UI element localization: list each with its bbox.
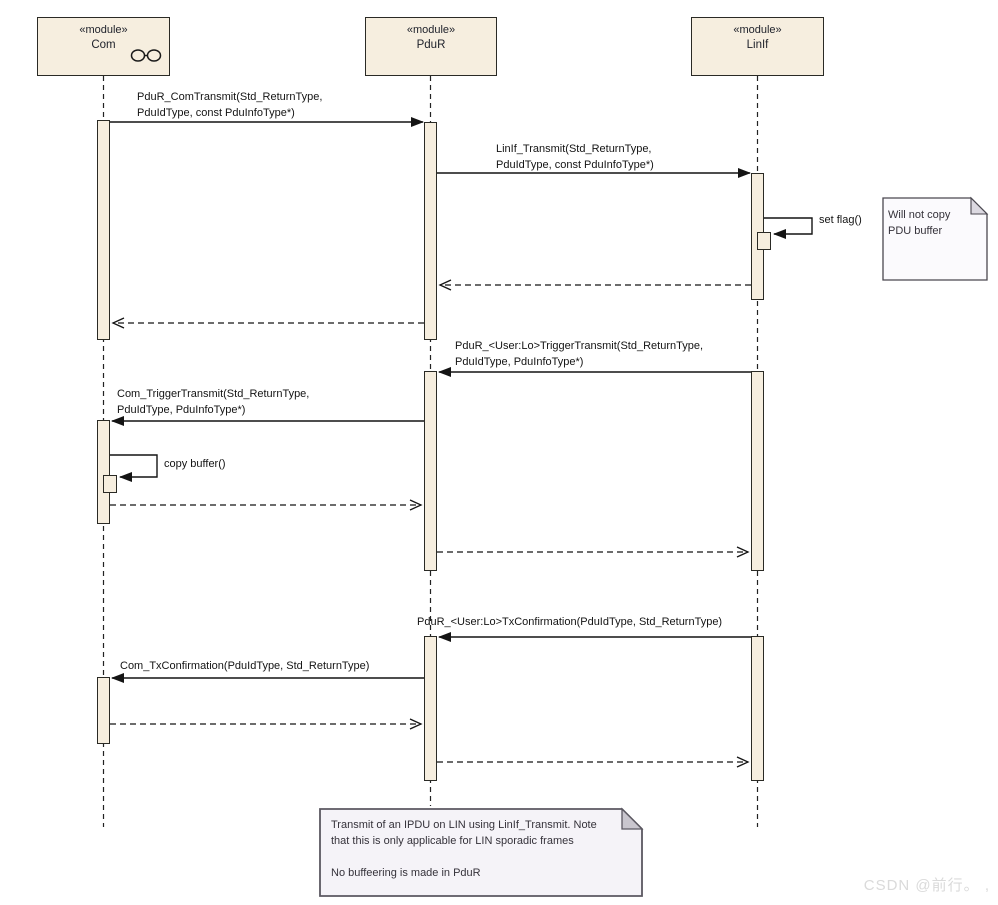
- activation-pdur-1: [424, 122, 437, 340]
- activation-linif-3: [751, 636, 764, 781]
- module-box-linif[interactable]: «module» LinIf: [691, 17, 824, 76]
- message-label-pdur-txconfirmation: PduR_<User:Lo>TxConfirmation(PduIdType, …: [417, 616, 723, 628]
- activation-copy-buffer-nested: [103, 475, 117, 493]
- activation-pdur-2: [424, 371, 437, 571]
- activation-com-1: [97, 120, 110, 340]
- module-stereotype: «module»: [733, 24, 782, 36]
- module-name-linif: LinIf: [746, 39, 769, 51]
- module-box-pdur[interactable]: «module» PduR: [365, 17, 497, 76]
- module-box-com[interactable]: «module» Com: [37, 17, 170, 76]
- activation-pdur-3: [424, 636, 437, 781]
- note-transmit-text: Transmit of an IPDU on LIN using LinIf_T…: [331, 819, 597, 879]
- note-will-not-copy-shape: [882, 196, 989, 281]
- message-label-copy-buffer: copy buffer(): [164, 458, 226, 470]
- message-label-com-txconfirmation: Com_TxConfirmation(PduIdType, Std_Return…: [120, 660, 370, 672]
- note-will-not-copy-text: Will not copy PDU buffer: [888, 209, 951, 237]
- arrow-set-flag-self: [764, 217, 813, 239]
- activation-com-3: [97, 677, 110, 744]
- activation-set-flag-nested: [757, 232, 771, 250]
- watermark: CSDN @前行。 ,: [863, 877, 990, 894]
- note-transmit-shape: [319, 807, 644, 897]
- module-icon: [130, 48, 162, 68]
- message-label-linif-transmit: LinIf_Transmit(Std_ReturnType, PduIdType…: [496, 143, 654, 171]
- message-label-com-triggertransmit: Com_TriggerTransmit(Std_ReturnType, PduI…: [117, 388, 310, 416]
- message-label-pdur-triggertransmit: PduR_<User:Lo>TriggerTransmit(Std_Return…: [455, 340, 704, 368]
- module-name-com: Com: [91, 39, 116, 51]
- module-name-pdur: PduR: [416, 39, 446, 51]
- message-label-pdur-comtransmit: PduR_ComTransmit(Std_ReturnType, PduIdTy…: [137, 91, 323, 119]
- activation-linif-2: [751, 371, 764, 571]
- message-label-set-flag: set flag(): [819, 214, 862, 226]
- arrow-copy-buffer-self: [110, 454, 158, 482]
- module-stereotype: «module»: [406, 24, 456, 36]
- activation-com-2: [97, 420, 110, 524]
- module-stereotype: «module»: [79, 24, 128, 36]
